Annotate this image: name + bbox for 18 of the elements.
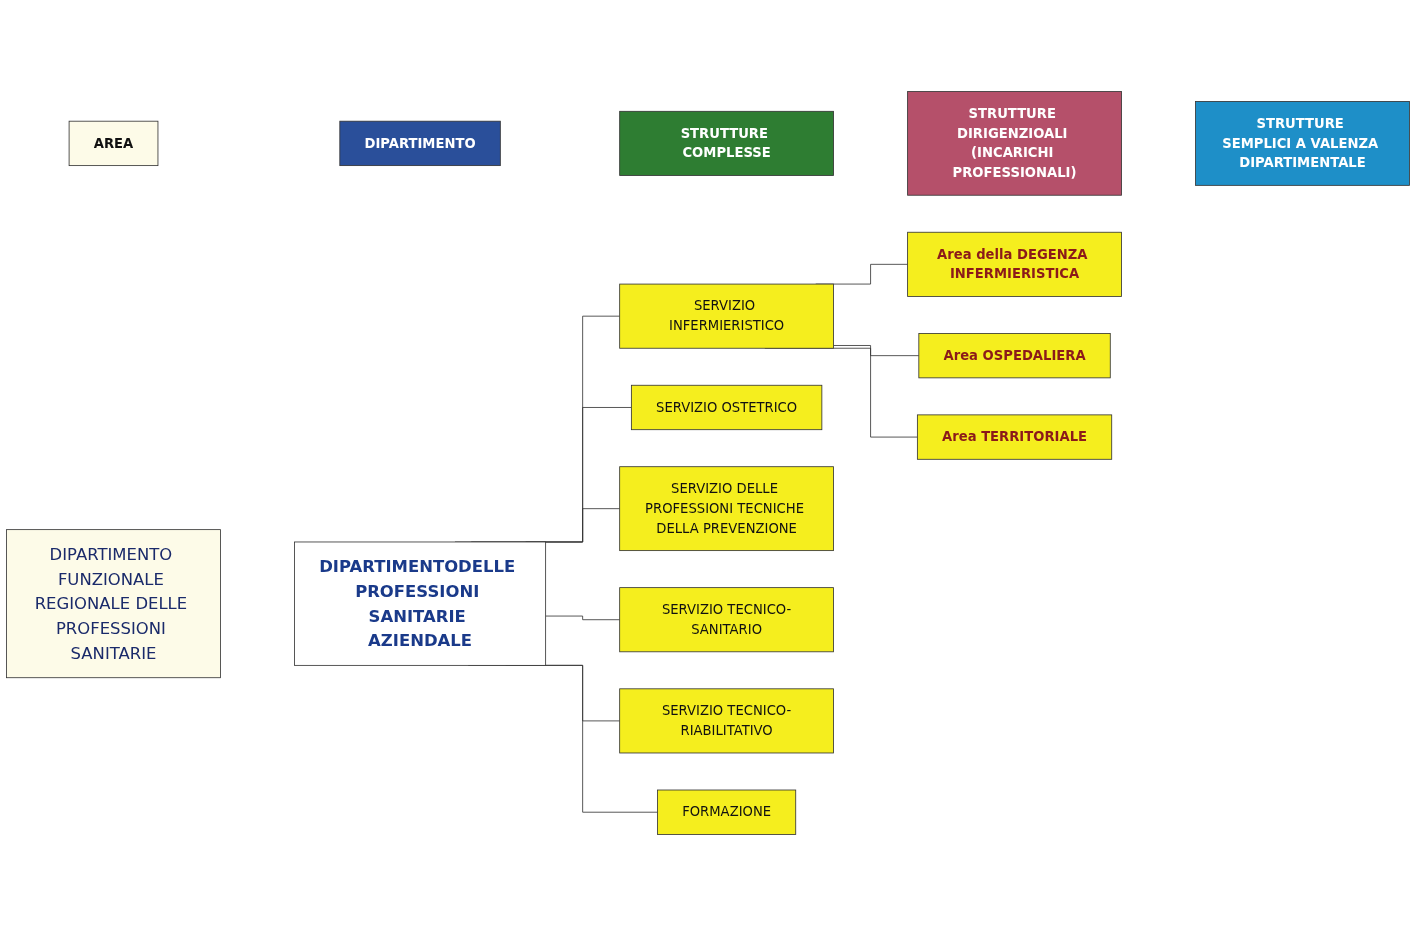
connector bbox=[833, 345, 920, 357]
node-box bbox=[339, 120, 501, 166]
node-box bbox=[619, 283, 834, 349]
node-box bbox=[619, 110, 834, 176]
node-box bbox=[619, 466, 834, 551]
node-box bbox=[294, 541, 547, 666]
node-box bbox=[918, 333, 1111, 379]
node-box bbox=[68, 120, 159, 166]
node-box bbox=[907, 231, 1122, 297]
node-box bbox=[657, 789, 797, 835]
node-box bbox=[6, 529, 221, 679]
node-box bbox=[630, 384, 823, 431]
node-box bbox=[1195, 101, 1410, 186]
node-box bbox=[916, 414, 1113, 460]
node-box bbox=[907, 91, 1122, 196]
node-box bbox=[619, 688, 834, 754]
connector bbox=[545, 615, 621, 621]
node-box bbox=[619, 587, 834, 653]
